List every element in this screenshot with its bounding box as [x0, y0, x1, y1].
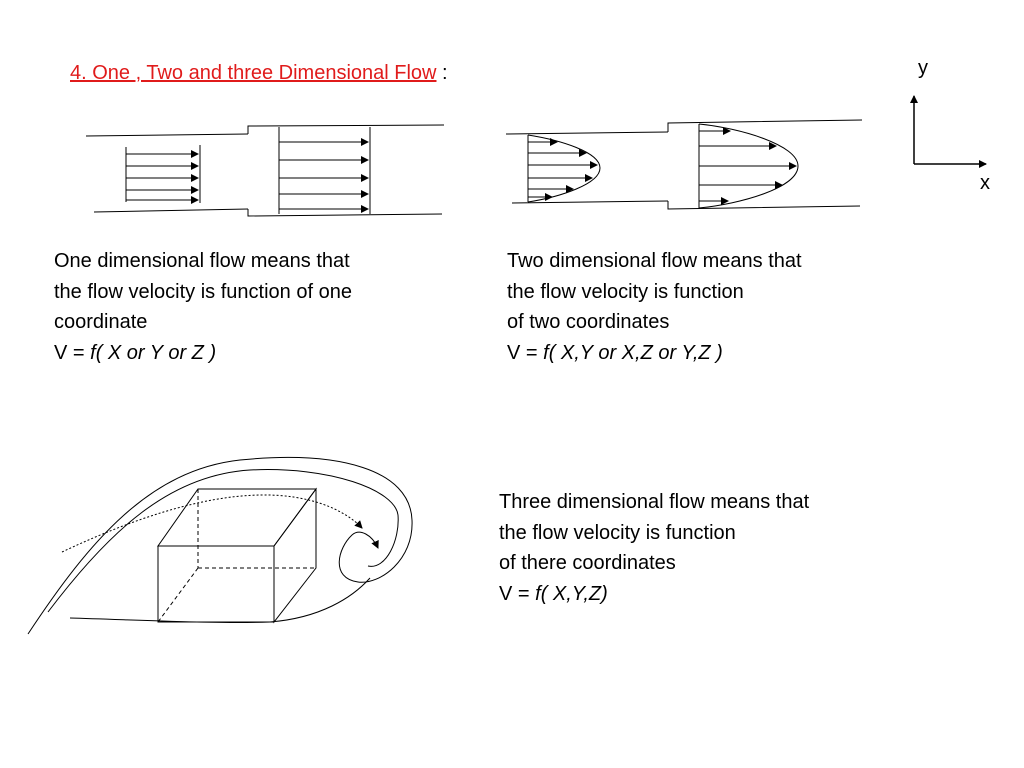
three-d-equation: V = f( X,Y,Z) [499, 579, 809, 610]
one-dimensional-description: One dimensional flow means that the flow… [54, 246, 352, 368]
three-d-line-2: the flow velocity is function [499, 521, 736, 544]
two-d-line-3: of two coordinates [507, 311, 670, 333]
three-d-line-1: Three dimensional flow means that [499, 491, 810, 513]
one-d-line-2: the flow velocity is function of one [54, 280, 352, 303]
one-d-line-1: One dimensional flow means that [54, 250, 350, 272]
one-d-equation: V = f( X or Y or Z ) [54, 338, 352, 369]
three-dimensional-description: Three dimensional flow means that the fl… [499, 487, 809, 609]
x-axis-label: x [980, 172, 990, 194]
one-d-line-3: coordinate [54, 311, 148, 333]
three-d-eq-prefix: V = [499, 582, 536, 605]
three-d-eq-func: f( X,Y,Z) [535, 582, 608, 605]
slide-title: 4. One , Two and three Dimensional Flow … [70, 62, 448, 85]
two-d-equation: V = f( X,Y or X,Z or Y,Z ) [507, 338, 802, 369]
one-d-eq-prefix: V = [54, 341, 91, 364]
two-d-eq-func: f( X,Y or X,Z or Y,Z ) [543, 341, 723, 364]
slide-title-link: 4. One , Two and three Dimensional Flow [70, 62, 437, 84]
one-d-eq-func: f( X or Y or Z ) [90, 341, 217, 364]
two-dimensional-description: Two dimensional flow means that the flow… [507, 246, 802, 368]
three-d-line-3: of there coordinates [499, 552, 676, 574]
slide-title-suffix: : [436, 62, 448, 84]
two-d-line-2: the flow velocity is function [507, 280, 744, 303]
two-d-line-1: Two dimensional flow means that [507, 250, 802, 272]
y-axis-label: y [918, 57, 928, 79]
two-d-eq-prefix: V = [507, 341, 544, 364]
